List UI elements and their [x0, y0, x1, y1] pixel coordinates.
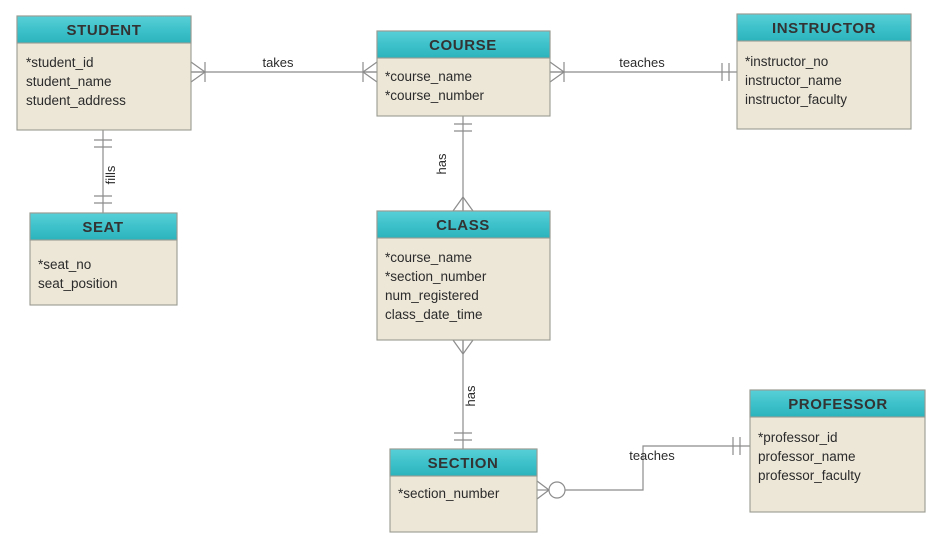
- double-tick-one-course-bottom: [454, 123, 472, 132]
- entity-attribute: class_date_time: [385, 307, 483, 322]
- entity-section[interactable]: SECTION *section_number: [389, 448, 538, 533]
- entity-attribute: *section_number: [385, 269, 487, 284]
- entity-title-course: COURSE: [429, 37, 497, 54]
- entity-attribute: student_address: [26, 93, 126, 108]
- crowsfoot-many-course-right: [549, 61, 565, 83]
- relationship-label-has-section: has: [463, 385, 478, 406]
- crowsfoot-many-course-side: [362, 61, 378, 83]
- entity-course[interactable]: COURSE *course_name *course_number: [376, 30, 551, 117]
- entity-attribute: instructor_name: [745, 73, 842, 88]
- connector-student-takes-course[interactable]: takes: [190, 55, 378, 83]
- crowsfoot-many-class-top: [452, 196, 474, 212]
- entity-attribute: seat_position: [38, 276, 118, 291]
- relationship-label-fills: fills: [103, 165, 118, 184]
- entity-attribute: *section_number: [398, 486, 500, 501]
- zero-or-many-section-side: [536, 480, 566, 500]
- connector-course-teaches-instructor[interactable]: teaches: [549, 55, 737, 83]
- entity-attribute: professor_name: [758, 449, 856, 464]
- double-tick-one-professor-side: [732, 437, 741, 455]
- connector-student-fills-seat[interactable]: fills: [94, 130, 118, 213]
- double-tick-one-section-top: [454, 432, 472, 441]
- entity-attribute: student_name: [26, 74, 112, 89]
- connector-section-teaches-professor[interactable]: teaches: [536, 437, 750, 500]
- entity-title-student: STUDENT: [66, 22, 141, 39]
- relationship-label-takes: takes: [262, 55, 294, 70]
- connector-class-has-section[interactable]: has: [452, 339, 478, 449]
- entity-class[interactable]: CLASS *course_name *section_number num_r…: [376, 210, 551, 341]
- relationship-label-teaches-professor: teaches: [629, 448, 675, 463]
- entity-professor[interactable]: PROFESSOR *professor_id professor_name p…: [749, 389, 926, 513]
- entity-attribute: *course_name: [385, 250, 472, 265]
- entity-attribute: *course_name: [385, 69, 472, 84]
- double-tick-one-student-bottom: [94, 139, 112, 148]
- relationship-label-has-class: has: [434, 153, 449, 174]
- entity-title-seat: SEAT: [82, 219, 123, 236]
- entity-attribute: *student_id: [26, 55, 94, 70]
- entity-instructor[interactable]: INSTRUCTOR *instructor_no instructor_nam…: [736, 13, 912, 130]
- entity-attribute: *course_number: [385, 88, 485, 103]
- entity-attribute: *instructor_no: [745, 54, 828, 69]
- entity-attribute: num_registered: [385, 288, 479, 303]
- entity-attribute: professor_faculty: [758, 468, 861, 483]
- crowsfoot-many-class-bottom: [452, 339, 474, 355]
- relationship-label-teaches-instructor: teaches: [619, 55, 665, 70]
- entity-attribute: *professor_id: [758, 430, 838, 445]
- double-tick-one-instructor-side: [721, 63, 730, 81]
- entity-student[interactable]: STUDENT *student_id student_name student…: [16, 15, 192, 131]
- entity-title-section: SECTION: [428, 455, 499, 472]
- entity-title-instructor: INSTRUCTOR: [772, 20, 876, 37]
- entity-attribute: instructor_faculty: [745, 92, 847, 107]
- entity-attribute: *seat_no: [38, 257, 91, 272]
- entity-seat[interactable]: SEAT *seat_no seat_position: [29, 212, 178, 306]
- double-tick-one-seat-top: [94, 195, 112, 204]
- crowsfoot-many-student-side: [190, 61, 206, 83]
- entity-title-professor: PROFESSOR: [788, 396, 888, 413]
- entity-title-class: CLASS: [436, 217, 490, 234]
- connector-course-has-class[interactable]: has: [434, 116, 474, 212]
